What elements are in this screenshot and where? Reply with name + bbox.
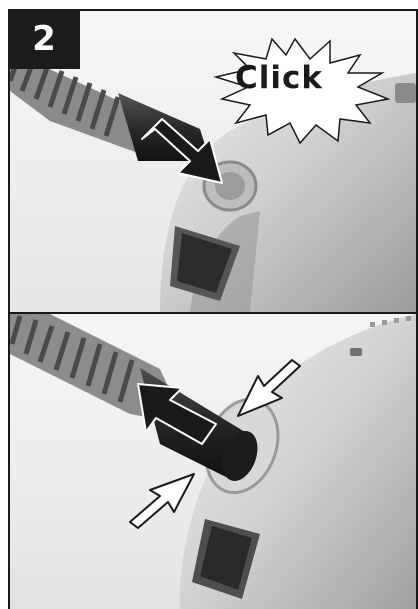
step-number-badge: 2	[8, 9, 80, 69]
vacuum-hose-release-drawing	[10, 314, 416, 609]
release-hose-illustration	[8, 312, 418, 609]
click-callout-text: Click	[235, 60, 323, 96]
